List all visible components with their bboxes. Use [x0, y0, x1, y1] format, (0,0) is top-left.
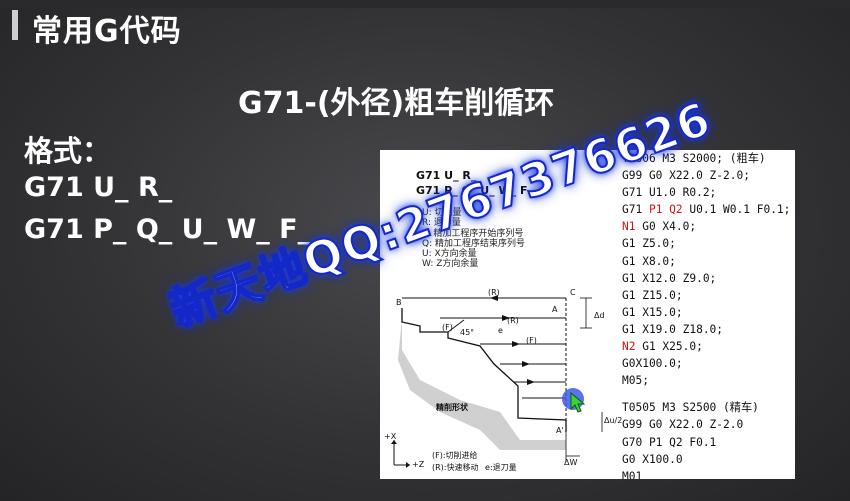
- legend-retract: e:退刀量: [485, 463, 517, 472]
- code-line: N1 G0 X4.0;: [622, 220, 697, 234]
- mouse-cursor-icon: [570, 392, 586, 413]
- legend-feed: (F):切削进给: [432, 451, 478, 460]
- top-strip: [0, 0, 850, 8]
- retract-45: [447, 319, 465, 333]
- label-a: A: [552, 305, 558, 314]
- cycle-diagram: [391, 295, 603, 468]
- label-r-top: (R): [488, 288, 500, 297]
- arrow-pass-4: [527, 379, 535, 385]
- label-f-mid: (F): [526, 336, 537, 345]
- label-axis-z: +Z: [412, 460, 425, 469]
- code-line-finish: G0 X100.0: [622, 452, 683, 466]
- label-axis-x: +X: [384, 432, 397, 441]
- code-line: G1 X19.0 Z18.0;: [622, 322, 724, 336]
- label-delta-d: Δd: [594, 311, 605, 320]
- stock-region: [398, 318, 566, 450]
- code-highlight: N1: [622, 220, 636, 234]
- label-c: C: [570, 288, 576, 297]
- label-r-mid: (R): [507, 316, 519, 325]
- label-delta-w: ΔW: [564, 458, 578, 467]
- label-shape: 精削形状: [436, 403, 468, 412]
- title-accent-bar: [12, 10, 18, 40]
- legend-rapid: (R):快速移动: [432, 463, 479, 472]
- param-item: U: X方向余量: [422, 249, 477, 260]
- arrow-pass-2: [512, 341, 520, 347]
- code-line-finish: G99 G0 X22.0 Z-2.0: [622, 418, 744, 432]
- code-line: T0606 M3 S2000; (粗车): [622, 152, 766, 165]
- nc-code-panel: T0606 M3 S2000; (粗车) G99 G0 X22.0 Z-2.0;…: [622, 150, 792, 479]
- param-item: R: 退刀量: [422, 218, 461, 229]
- label-delta-u2: Δu/2: [604, 416, 623, 425]
- code-line: G1 X12.0 Z9.0;: [622, 271, 717, 285]
- code-line: G1 X15.0;: [622, 305, 683, 319]
- param-item: W: Z方向余量: [422, 259, 479, 270]
- label-a-prime: A': [556, 426, 564, 435]
- code-line: G71 U1.0 R0.2;: [622, 186, 717, 200]
- slide-header-title: 常用G代码: [32, 14, 182, 49]
- code-line: N2 G1 X25.0;: [622, 340, 703, 354]
- label-f-left: (F): [442, 323, 453, 332]
- finish-contour: [401, 308, 567, 432]
- slide-main-title: G71-(外径)粗车削循环: [238, 86, 555, 121]
- param-item: P: 精加工程序开始序列号: [422, 228, 524, 239]
- figure-param-list: U: 切削量 R: 退刀量 P: 精加工程序开始序列号 Q: 精加工程序结束序列…: [422, 208, 525, 270]
- format-line-1: G71 U_ R_: [24, 172, 173, 203]
- code-line: G0X100.0;: [622, 357, 683, 371]
- code-highlight: P1 Q2: [648, 203, 683, 217]
- code-line: M05;: [622, 374, 649, 388]
- code-highlight: N2: [622, 340, 636, 354]
- code-line: G71 P1 Q2 U0.1 W0.1 F0.1;: [622, 203, 791, 217]
- arrow-r-top: [490, 295, 498, 301]
- format-line-2: G71 P_ Q_ U_ W_ F_: [24, 214, 312, 245]
- g71-figure-panel: G71 U_ R_ G71 P_ Q_ U_ W_ F U: 切削量 R: 退刀…: [380, 150, 795, 479]
- code-line-finish: T0505 M3 S2500 (精车): [622, 401, 759, 415]
- arrow-pass-1: [502, 315, 510, 321]
- format-label: 格式：: [24, 134, 112, 168]
- label-angle: 45°: [460, 328, 475, 337]
- code-line-finish: M01: [622, 469, 643, 479]
- label-e: e: [498, 326, 503, 335]
- figure-format-line-2: G71 P_ Q_ U_ W_ F: [416, 184, 528, 197]
- code-line: G1 X8.0;: [622, 254, 676, 268]
- figure-format-line-1: G71 U_ R_: [416, 169, 477, 182]
- param-item: Q: 精加工程序结束序列号: [422, 238, 525, 249]
- label-b: B: [396, 298, 402, 307]
- code-line-finish: G70 P1 Q2 F0.1: [622, 435, 717, 449]
- code-line: G1 Z5.0;: [622, 237, 676, 251]
- figure-legend: (F):切削进给 (R):快速移动 e:退刀量: [432, 450, 521, 474]
- arrow-pass-3: [522, 361, 530, 367]
- figure-format-block: G71 U_ R_ G71 P_ Q_ U_ W_ F: [416, 168, 527, 198]
- param-item: U: 切削量: [422, 208, 462, 218]
- code-line: G99 G0 X22.0 Z-2.0;: [622, 169, 750, 183]
- code-line: G1 Z15.0;: [622, 288, 683, 302]
